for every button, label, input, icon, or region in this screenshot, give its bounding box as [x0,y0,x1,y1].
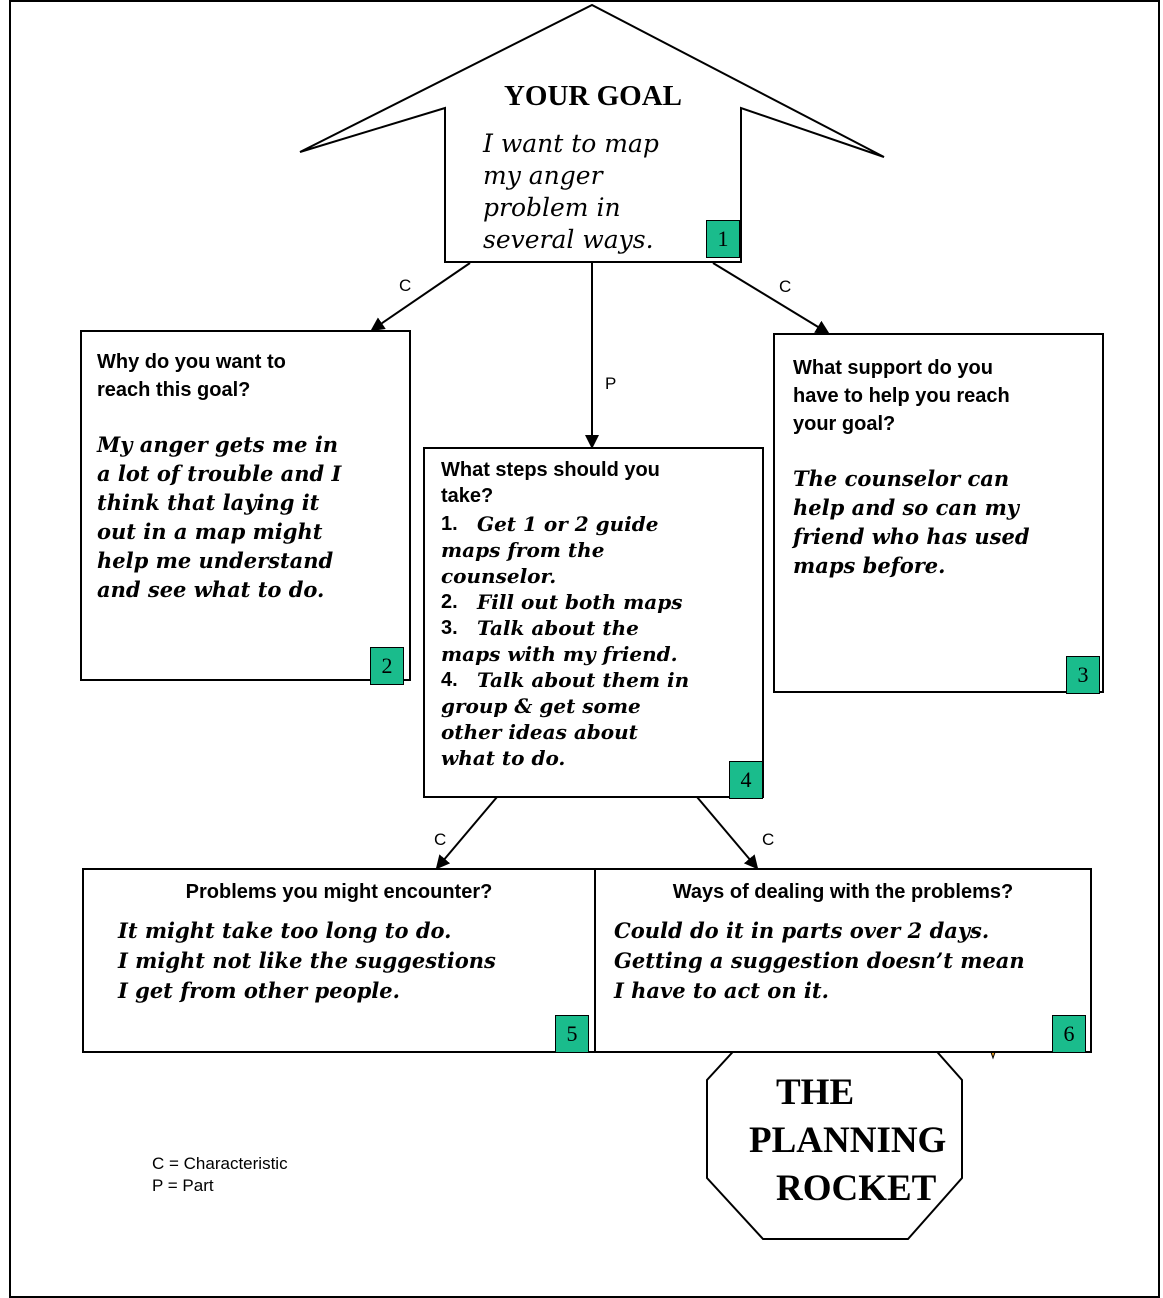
step-line: counselor. [441,564,557,588]
edge-label-characteristic: C [399,276,412,295]
support-question: What support do you have to help you rea… [793,354,1010,438]
support-answer-line: help and so can my [793,495,1020,520]
problems-box: Problems you might encounter? It might t… [82,868,596,1053]
step-line: Get 1 or 2 guide [477,512,659,536]
solutions-answer-line: Could do it in parts over 2 days. [614,918,990,943]
edge-label-characteristic: C [434,830,447,849]
connector-goal-to-why [370,262,471,332]
solutions-box: Ways of dealing with the problems? Could… [594,868,1092,1053]
step-number: 4. [441,669,458,691]
connector-goal-to-support [712,262,830,335]
step-line: what to do. [441,746,566,770]
logo-line: THE [776,1072,855,1113]
why-question-line: reach this goal? [97,379,251,401]
problems-answer-line: It might take too long to do. [118,918,452,943]
why-question-line: Why do you want to [97,351,286,373]
support-answer-line: The counselor can [793,466,1010,491]
logo-line: PLANNING [749,1120,947,1161]
steps-box: What steps should you take? 1. Get 1 or … [423,447,764,798]
connector-steps-to-solutions [696,796,759,870]
why-question: Why do you want to reach this goal? [97,348,286,404]
problems-answer-line: I might not like the suggestions [118,948,496,973]
why-answer: My anger gets me in a lot of trouble and… [97,430,341,604]
support-question-line: your goal? [793,413,896,435]
why-answer-line: help me understand [97,548,334,573]
why-answer-line: think that laying it [97,490,320,515]
step-number: 2. [441,591,458,613]
step-line: Talk about them in [477,668,690,692]
step-line: other ideas about [441,720,638,744]
steps-question-line: take? [441,485,494,507]
step-line: maps from the [441,538,605,562]
goal-text: I want to map my anger problem in severa… [483,128,659,256]
solutions-question: Ways of dealing with the problems? [672,881,1014,903]
step-item: 4. Talk about them in [441,667,761,693]
legend-part: P = Part [152,1176,214,1195]
step-line: maps with my friend. [441,642,678,666]
steps-number-badge: 4 [729,761,763,799]
legend: C = Characteristic P = Part [152,1153,288,1197]
step-number: 3. [441,617,458,639]
support-question-line: have to help you reach [793,385,1010,407]
goal-number-badge: 1 [706,220,740,258]
step-item: 1. Get 1 or 2 guide [441,511,761,537]
support-number-badge: 3 [1066,656,1100,694]
steps-question-line: What steps should you [441,459,660,481]
goal-heading: YOUR GOAL [503,80,683,112]
step-line: group & get some [441,694,641,718]
problems-answer-line: I get from other people. [118,978,400,1003]
support-question-line: What support do you [793,357,993,379]
page-border [9,0,1160,1298]
step-continuation: maps from the counselor. [441,537,761,589]
why-answer-line: out in a map might [97,519,323,544]
why-number-badge: 2 [370,647,404,685]
goal-line: my anger [483,161,603,190]
edge-label-characteristic: C [779,277,792,296]
step-item: 2. Fill out both maps [441,589,761,615]
step-text: Get 1 or 2 guide [477,511,658,537]
why-answer-line: My anger gets me in [97,432,339,457]
edge-label-part: P [605,374,617,393]
why-answer-line: and see what to do. [97,577,325,602]
solutions-answer-line: I have to act on it. [614,978,829,1003]
goal-line: I want to map [483,129,659,158]
edge-label-characteristic: C [762,830,775,849]
goal-line: several ways. [483,225,654,254]
support-answer-line: maps before. [793,553,946,578]
step-item: 3. Talk about the [441,615,761,641]
why-answer-line: a lot of trouble and I [97,461,342,486]
step-line: Talk about the [477,616,639,640]
steps-list: 1. Get 1 or 2 guide maps from the counse… [441,511,761,771]
support-answer: The counselor can help and so can my fri… [793,464,1030,580]
problems-answer: It might take too long to do. I might no… [118,916,496,1006]
legend-characteristic: C = Characteristic [152,1154,288,1173]
logo-line: ROCKET [776,1168,937,1209]
step-continuation: group & get some other ideas about what … [441,693,761,771]
goal-line: problem in [483,193,621,222]
step-line: Fill out both maps [477,590,683,614]
support-answer-line: friend who has used [793,524,1030,549]
steps-question: What steps should you take? [441,457,660,509]
solutions-answer-line: Getting a suggestion doesn’t mean [614,948,1025,973]
support-box: What support do you have to help you rea… [773,333,1104,693]
goal-arrow-shape [299,3,885,263]
connector-steps-to-problems [435,796,498,870]
solutions-number-badge: 6 [1052,1015,1086,1053]
why-box: Why do you want to reach this goal? My a… [80,330,411,681]
problems-number-badge: 5 [555,1015,589,1053]
problems-question: Problems you might encounter? [185,881,493,903]
step-number: 1. [441,513,458,535]
solutions-answer: Could do it in parts over 2 days. Gettin… [614,916,1025,1006]
